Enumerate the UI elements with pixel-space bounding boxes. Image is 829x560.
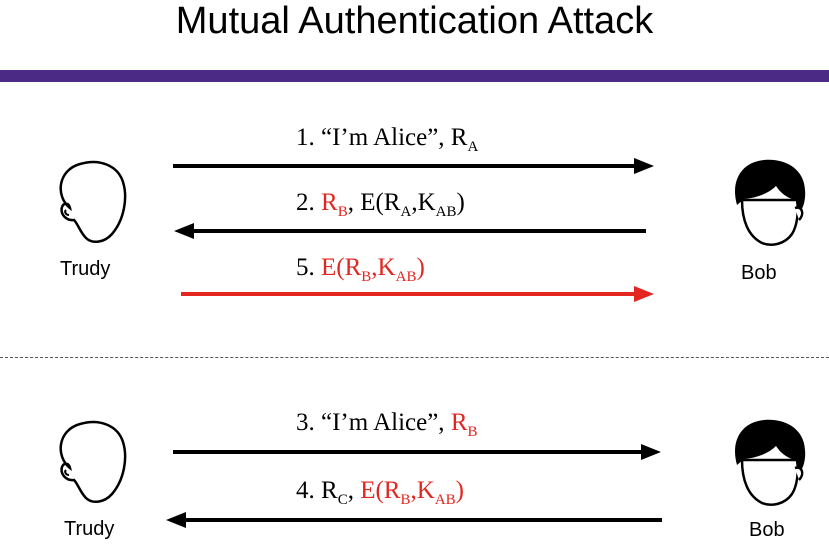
message-3: 3. “I’m Alice”, RB — [296, 409, 478, 440]
message-4-b-sub: B — [400, 492, 411, 508]
message-3-r-sub: B — [467, 424, 478, 440]
message-2-end: ) — [456, 189, 465, 216]
trudy-label: Trudy — [60, 258, 111, 280]
arrow-msg5 — [181, 286, 654, 302]
message-5-b-sub: B — [361, 269, 372, 285]
message-4-end: ) — [455, 477, 464, 504]
message-5-k: ,K — [371, 254, 396, 281]
message-2-nonce: RB — [321, 189, 348, 220]
message-2-r-sub: B — [337, 204, 348, 220]
message-5: 5. E(RB,KAB) — [296, 254, 425, 285]
message-3-r: R — [450, 409, 468, 436]
section-divider — [0, 357, 829, 358]
bob-label: Bob — [741, 262, 777, 284]
message-2-k-sub: AB — [435, 204, 457, 220]
arrow-msg4 — [166, 512, 662, 528]
message-4: 4. RC, E(RB,KAB) — [296, 477, 464, 508]
trudy-head-icon — [59, 160, 127, 243]
trudy-label: Trudy — [64, 518, 115, 540]
message-4-c-sub: C — [337, 492, 348, 508]
message-2-a-sub: A — [400, 204, 412, 220]
message-2-r: R — [321, 189, 338, 216]
arrow-msg2 — [174, 223, 646, 239]
message-2: 2. RB, E(RA,KAB) — [296, 189, 465, 220]
message-4-payload: E(RB,KAB) — [360, 477, 464, 508]
accent-bar — [0, 70, 829, 82]
message-4-e: E(R — [360, 477, 401, 504]
message-5-k-sub: AB — [395, 269, 417, 285]
bob-head-icon — [735, 419, 806, 506]
message-5-e: E(R — [321, 254, 362, 281]
message-1-text: 1. “I’m Alice”, R — [296, 124, 468, 151]
message-3-nonce: RB — [450, 409, 478, 440]
message-4-num: 4. R — [296, 477, 338, 504]
arrow-msg3 — [173, 444, 661, 460]
message-3-text: 3. “I’m Alice”, — [296, 409, 451, 436]
bob-head-icon — [735, 159, 806, 246]
message-2-num: 2. — [296, 189, 321, 216]
message-5-payload: E(RB,KAB) — [321, 254, 425, 285]
message-2-mid: , E(R — [347, 189, 401, 216]
message-1-sub: A — [467, 139, 479, 155]
message-4-comma: , — [347, 477, 361, 504]
message-5-end: ) — [416, 254, 425, 281]
message-4-k: ,K — [410, 477, 435, 504]
message-2-k: ,K — [411, 189, 436, 216]
message-4-k-sub: AB — [434, 492, 456, 508]
bob-label: Bob — [749, 519, 785, 541]
message-1: 1. “I’m Alice”, RA — [296, 124, 479, 155]
page-title: Mutual Authentication Attack — [175, 0, 654, 42]
arrow-msg1 — [173, 158, 654, 174]
trudy-head-icon — [59, 420, 127, 503]
message-5-num: 5. — [296, 254, 321, 281]
